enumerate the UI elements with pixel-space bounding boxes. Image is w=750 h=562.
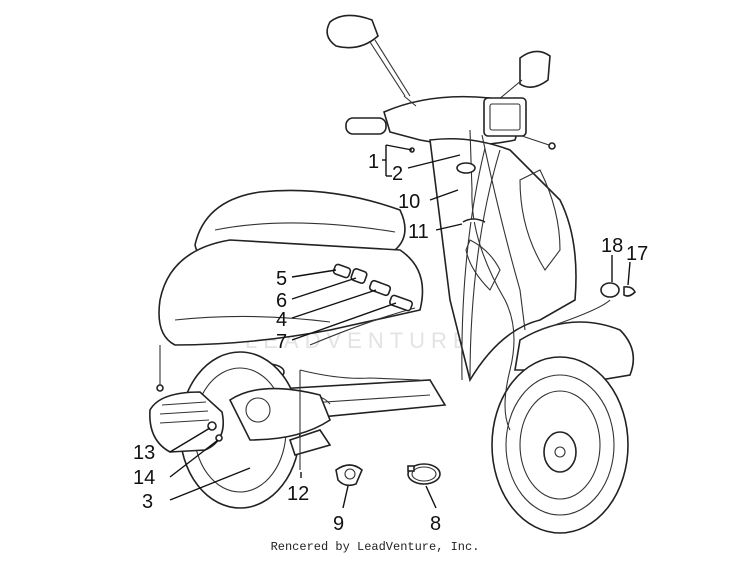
muffler: [149, 391, 224, 453]
callout-1: 1: [368, 151, 379, 173]
parts-17-18: [600, 282, 636, 298]
callout-3: 3: [142, 491, 153, 513]
footer-credit: Rencered by LeadVenture, Inc.: [270, 540, 480, 554]
rear-body: [158, 239, 424, 381]
part-11: [462, 218, 486, 223]
callout-9: 9: [333, 513, 344, 535]
front-wheel: [491, 356, 629, 534]
part-8: [407, 463, 441, 485]
callout-8: 8: [430, 513, 441, 535]
part-9: [335, 464, 363, 487]
parts-4-7: [332, 263, 414, 312]
callout-12: 12: [287, 483, 309, 505]
leader-lines: [169, 144, 631, 509]
callout-6: 6: [276, 290, 287, 312]
callout-14: 14: [133, 467, 155, 489]
callout-4: 4: [276, 309, 287, 331]
callout-2: 2: [392, 163, 403, 185]
callout-5: 5: [276, 268, 287, 290]
cable-harness: [299, 129, 611, 470]
callout-13: 13: [133, 442, 155, 464]
handlebar: [345, 95, 556, 150]
front-body: [429, 137, 577, 383]
mirrors: [326, 14, 551, 101]
callout-17: 17: [626, 243, 648, 265]
callout-18: 18: [601, 235, 623, 257]
callout-10: 10: [398, 191, 420, 213]
callout-11: 11: [408, 221, 429, 243]
part-10: [456, 162, 476, 174]
callout-7: 7: [276, 331, 287, 353]
